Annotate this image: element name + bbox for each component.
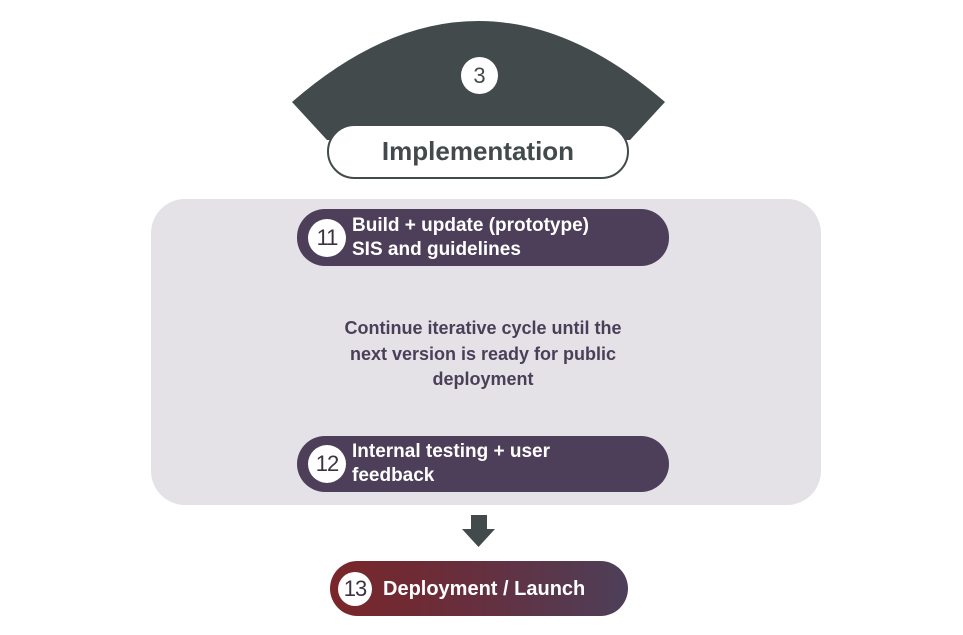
step-11-build-update: 11 Build + update (prototype) SIS and gu… xyxy=(297,209,669,266)
phase-number-badge: 3 xyxy=(461,57,498,94)
down-arrow-icon xyxy=(462,515,495,547)
step-number-badge: 11 xyxy=(308,218,346,257)
step-label-line2: SIS and guidelines xyxy=(352,238,521,260)
phase-title-pill: Implementation xyxy=(327,124,629,179)
step-number: 13 xyxy=(343,575,368,601)
phase-number: 3 xyxy=(473,62,486,88)
cycle-note: Continue iterative cycle until the next … xyxy=(344,318,622,389)
step-label: Deployment / Launch xyxy=(383,577,586,600)
step-12-internal-testing: 12 Internal testing + user feedback xyxy=(297,436,669,492)
step-label-line1: Internal testing + user xyxy=(352,441,550,462)
phase-title: Implementation xyxy=(381,136,575,166)
step-number: 11 xyxy=(316,224,339,250)
step-label-line2: feedback xyxy=(352,465,435,486)
step-13-deployment-launch: 13 Deployment / Launch xyxy=(330,561,628,616)
step-number: 12 xyxy=(315,451,340,476)
step-label-line1: Build + update (prototype) xyxy=(352,214,589,236)
step-label: Internal testing + user feedback xyxy=(352,440,550,488)
step-number-badge: 12 xyxy=(308,445,346,483)
step-number-badge: 13 xyxy=(338,571,372,606)
step-label: Build + update (prototype) SIS and guide… xyxy=(352,214,589,262)
